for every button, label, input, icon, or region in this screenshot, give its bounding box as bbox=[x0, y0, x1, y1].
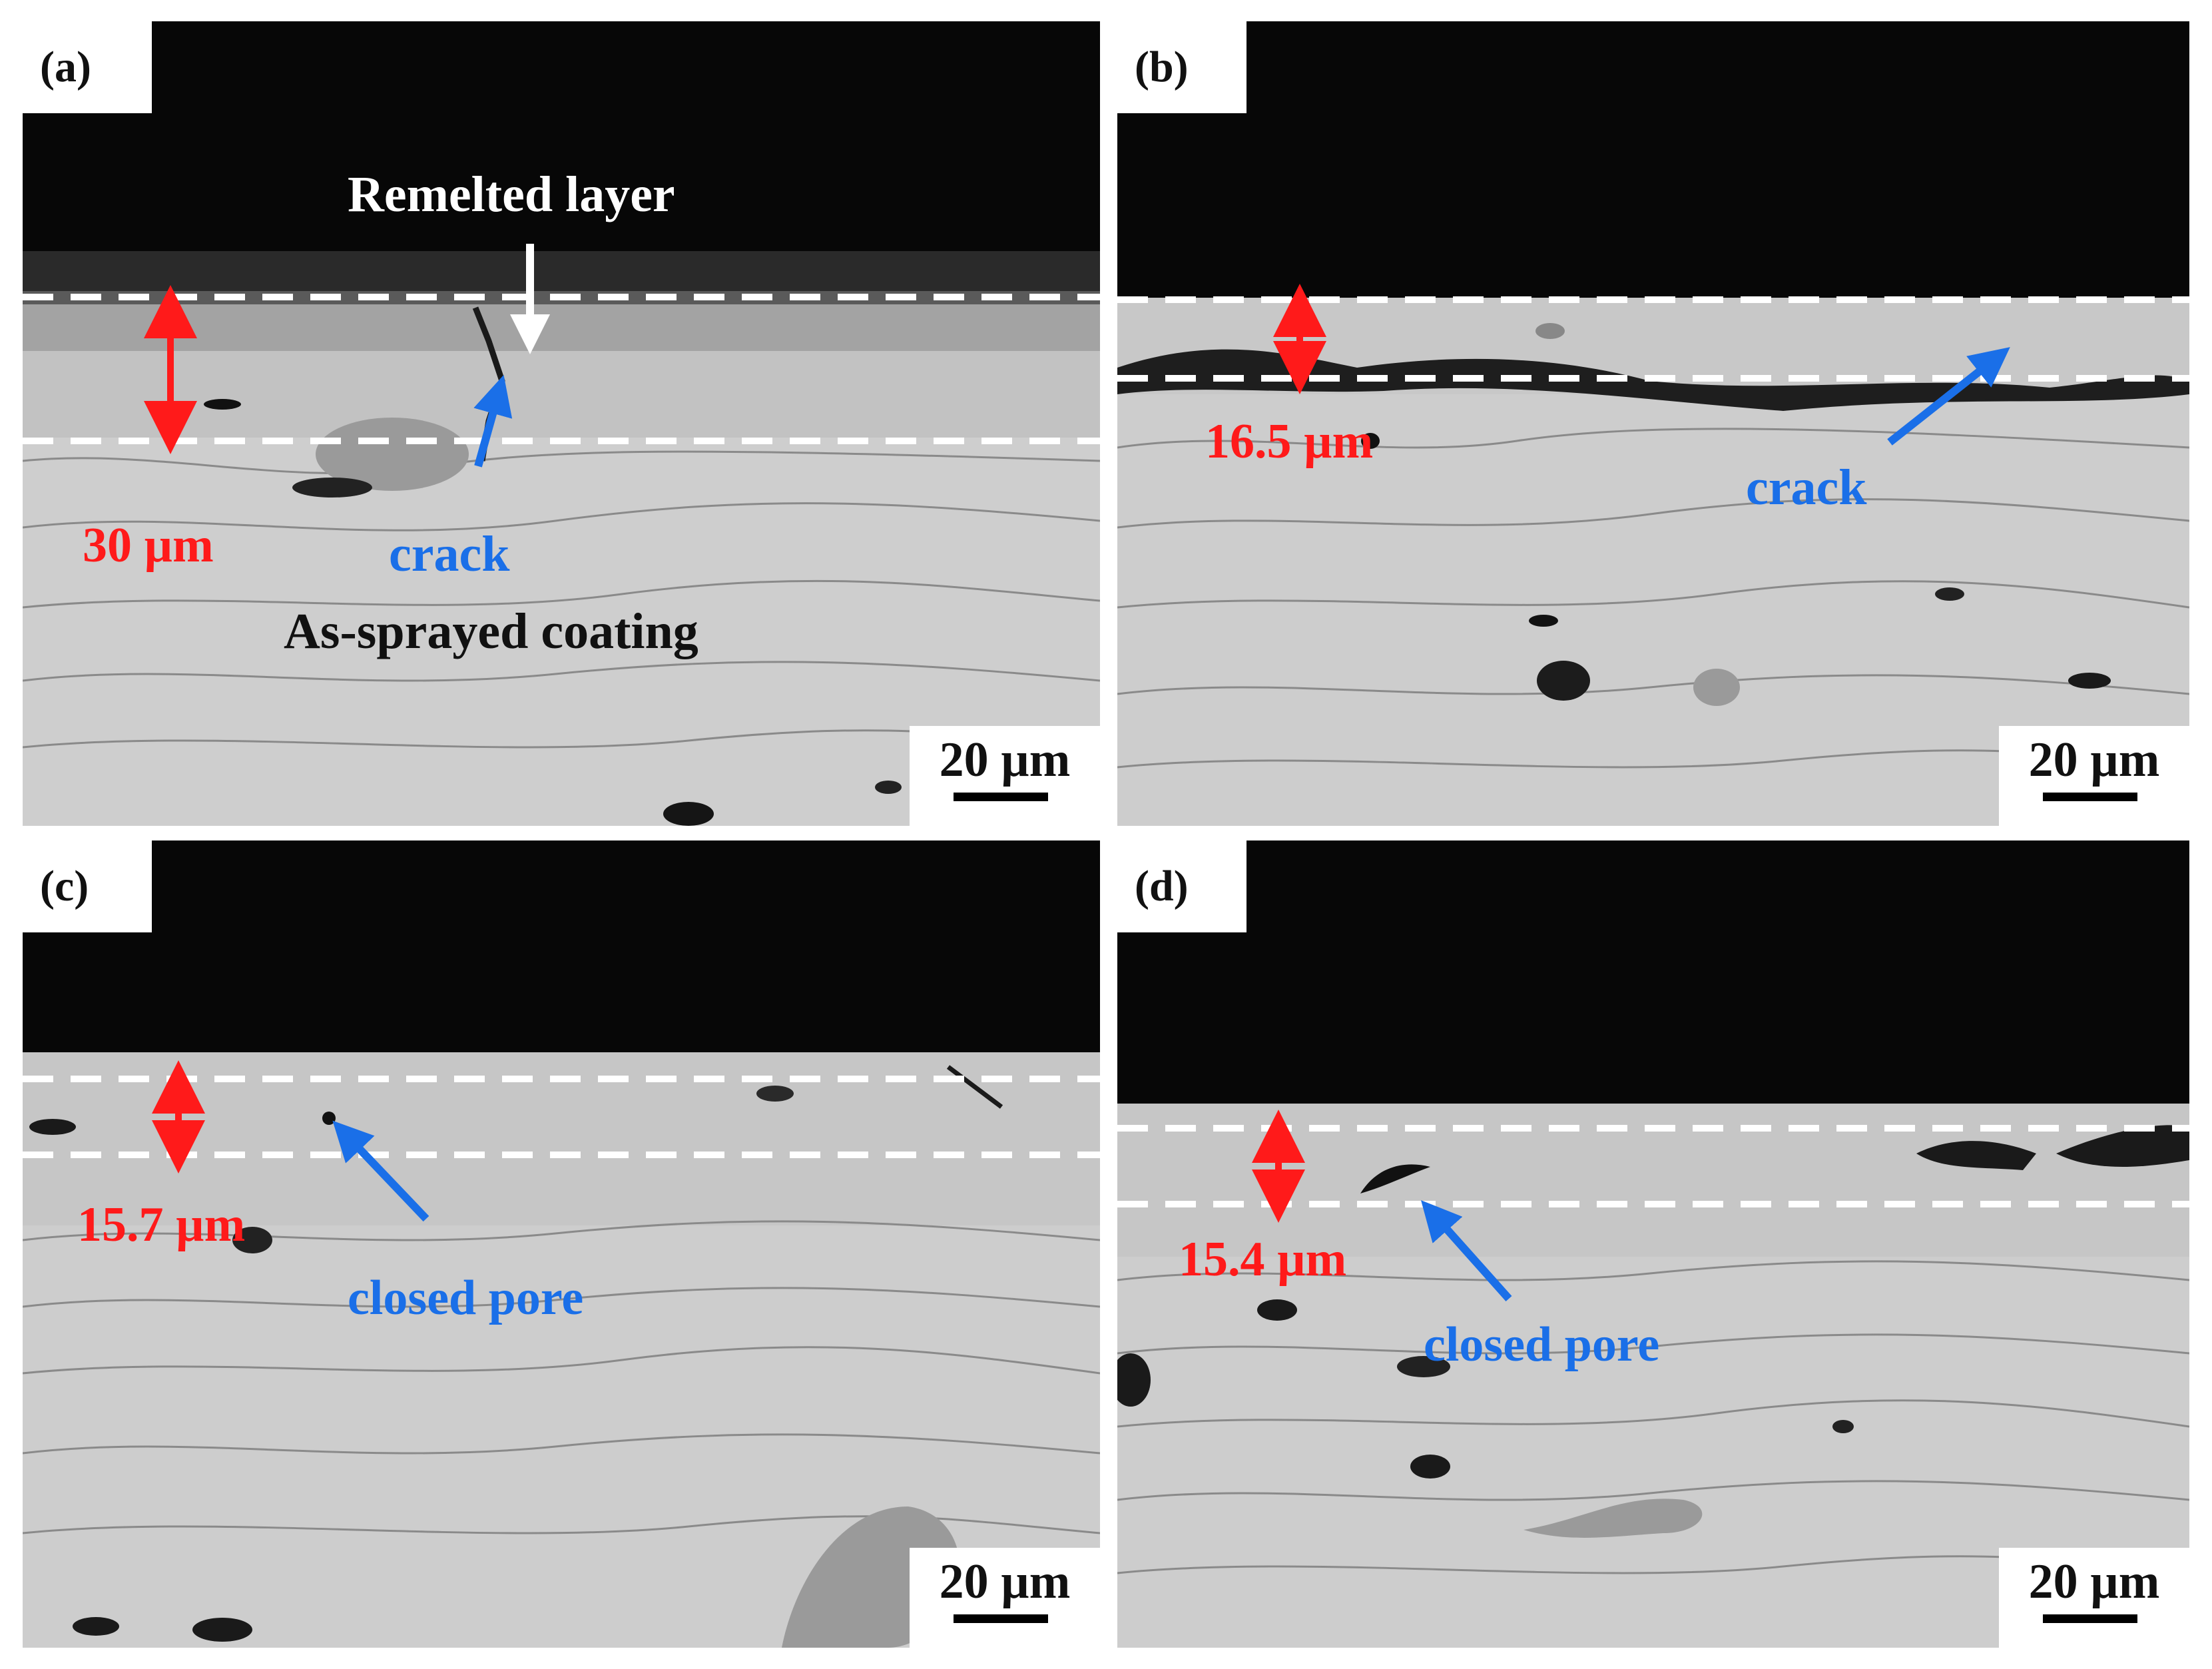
closed-pore-label-d: closed pore bbox=[1424, 1317, 1660, 1372]
panel-label-d: (d) bbox=[1117, 840, 1246, 932]
scale-bar-d bbox=[2043, 1614, 2137, 1623]
micrograph-image-d bbox=[1117, 840, 2189, 1648]
thickness-label-b: 16.5 µm bbox=[1205, 414, 1374, 469]
closed-pore-label-c: closed pore bbox=[348, 1271, 584, 1325]
scale-bar-label-d: 20 µm bbox=[2028, 1554, 2160, 1609]
scale-bar-b bbox=[2043, 793, 2137, 801]
thickness-label-c: 15.7 µm bbox=[77, 1197, 246, 1252]
scale-bar-a bbox=[954, 793, 1048, 801]
thickness-label-d: 15.4 µm bbox=[1179, 1232, 1347, 1287]
scale-bar-box-d: 20 µm bbox=[1999, 1548, 2189, 1648]
scale-bar-label-b: 20 µm bbox=[2028, 733, 2160, 787]
panel-label-b: (b) bbox=[1117, 21, 1246, 113]
thickness-label-a: 30 µm bbox=[83, 518, 214, 573]
micrograph-panel-c: (c) 15.7 µm closed pore 20 µm bbox=[23, 840, 1100, 1648]
scale-bar-label-c: 20 µm bbox=[939, 1554, 1071, 1609]
scale-bar-box-c: 20 µm bbox=[910, 1548, 1100, 1648]
scale-bar-label-a: 20 µm bbox=[939, 733, 1071, 787]
crack-label-b: crack bbox=[1746, 460, 1867, 515]
micrograph-panel-b: (b) 16.5 µm crack 20 µm bbox=[1117, 21, 2189, 826]
panel-label-a: (a) bbox=[23, 21, 152, 113]
micrograph-panel-d: (d) 15.4 µm closed pore 20 µm bbox=[1117, 840, 2189, 1648]
panel-label-c: (c) bbox=[23, 840, 152, 932]
micrograph-panel-a: (a) Remelted layer 30 µm crack As-spraye… bbox=[23, 21, 1100, 826]
scale-bar-box-b: 20 µm bbox=[1999, 726, 2189, 826]
micrograph-image-a bbox=[23, 21, 1100, 826]
remelted-layer-label: Remelted layer bbox=[348, 167, 675, 222]
as-sprayed-coating-label: As-sprayed coating bbox=[284, 603, 698, 659]
scale-bar-box-a: 20 µm bbox=[910, 726, 1100, 826]
scale-bar-c bbox=[954, 1614, 1048, 1623]
crack-label-a: crack bbox=[389, 526, 510, 582]
